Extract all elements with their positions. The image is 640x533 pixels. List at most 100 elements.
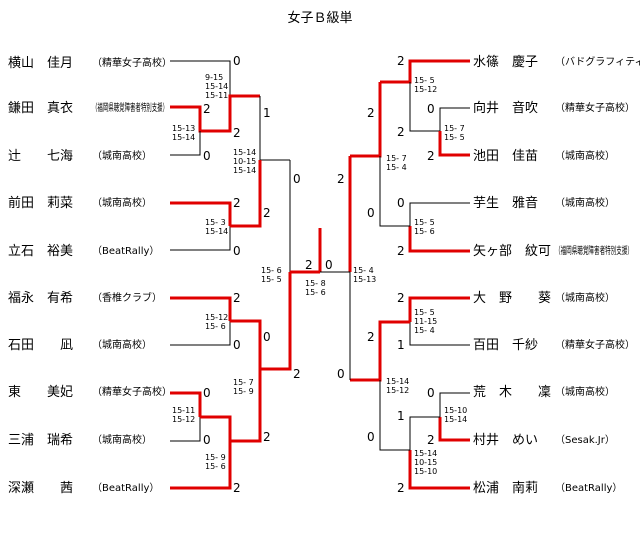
winner-path <box>230 369 262 443</box>
player-team: （BeatRally） <box>92 482 159 494</box>
score: 0 <box>203 433 211 447</box>
player-team: （BeatRally） <box>555 482 622 494</box>
player-name: 大 野 葵 <box>473 291 551 306</box>
bracket-line <box>409 202 470 226</box>
player-name: 横山 佳月 <box>8 56 73 71</box>
score: 2 <box>367 106 375 120</box>
winner-path <box>408 450 470 490</box>
winner-path <box>230 160 262 228</box>
player-name: 鎌田 真衣 <box>8 100 73 116</box>
player-team: （城南高校） <box>92 433 152 446</box>
right-entries: 水篠 慶子 （バドグラフィティ） 向井 音吹 （精華女子高校） 池田 佳苗 （城… <box>473 55 640 496</box>
score: 2 <box>233 291 241 305</box>
player-name: 三浦 瑞希 <box>8 433 73 448</box>
bracket-line <box>170 131 201 156</box>
player-team: （精華女子高校） <box>555 338 635 351</box>
bracket-line <box>379 156 410 227</box>
winner-path <box>438 417 470 442</box>
winner-path <box>170 441 232 490</box>
score: 1 <box>397 409 405 423</box>
player-name: 福永 有希 <box>8 291 73 306</box>
player-name: 立石 裕美 <box>8 244 73 259</box>
score: 2 <box>233 481 241 495</box>
player-name: 向井 音吹 <box>473 100 538 116</box>
score: 2 <box>397 244 405 258</box>
score: 2 <box>397 291 405 305</box>
score: 2 <box>397 481 405 495</box>
player-team: （バドグラフィティ） <box>555 55 640 68</box>
player-name: 荒 木 凜 <box>473 385 551 400</box>
winner-path <box>170 391 202 417</box>
winner-path <box>170 201 232 226</box>
player-name: 水篠 慶子 <box>473 55 538 70</box>
player-name: 石田 凪 <box>8 338 73 353</box>
score: 2 <box>233 126 241 140</box>
score: 2 <box>293 367 301 381</box>
winner-path <box>200 415 232 441</box>
score: 0 <box>203 149 211 163</box>
score: 1 <box>263 106 271 120</box>
bracket-line <box>379 380 410 451</box>
winner-path <box>408 296 470 322</box>
winner-path <box>438 131 470 157</box>
score: 2 <box>397 54 405 68</box>
player-name: 池田 佳苗 <box>473 149 538 164</box>
score: 2 <box>427 149 435 163</box>
score: 0 <box>325 258 333 272</box>
score: 2 <box>233 196 241 210</box>
winner-path <box>350 320 410 382</box>
player-team: （城南高校） <box>92 196 152 209</box>
player-team: （福岡県聴覚障害者特別支援） <box>92 101 168 114</box>
bracket-line <box>170 417 201 442</box>
score: 2 <box>263 430 271 444</box>
score: 2 <box>397 125 405 139</box>
bracket-line <box>409 416 440 450</box>
score: 0 <box>367 430 375 444</box>
bracket-lines <box>170 59 470 490</box>
player-name: 松浦 南莉 <box>473 480 538 496</box>
round-scores: 0 2 2 0 1 2 2 0 0 2 2 0 0 2 0 0 2 2 0 2 … <box>203 54 435 495</box>
player-name: 辻 七海 <box>8 149 73 164</box>
player-name: 村井 めい <box>473 433 538 448</box>
winner-path <box>350 82 382 158</box>
player-team: （城南高校） <box>92 338 152 351</box>
bracket-line <box>170 226 231 251</box>
score: 0 <box>427 102 435 116</box>
player-team: （城南高校） <box>555 196 615 209</box>
bracket-line <box>170 321 231 346</box>
player-team: （Sesak.Jr） <box>555 434 615 446</box>
score: 0 <box>233 54 241 68</box>
score: 0 <box>397 196 405 210</box>
player-team: （香椎クラブ） <box>92 291 162 304</box>
player-team: （城南高校） <box>92 149 152 162</box>
player-team: （精華女子高校） <box>555 101 635 114</box>
score: 0 <box>203 386 211 400</box>
player-team: （福岡県聴覚障害者特別支援） <box>555 244 633 257</box>
player-team: （城南高校） <box>555 291 615 304</box>
winner-path <box>170 94 260 133</box>
score: 2 <box>337 172 345 186</box>
score: 0 <box>293 172 301 186</box>
score: 0 <box>367 206 375 220</box>
player-team: （城南高校） <box>555 149 615 162</box>
score: 1 <box>397 338 405 352</box>
bracket-line <box>439 392 470 417</box>
player-team: （城南高校） <box>555 385 615 398</box>
score: 0 <box>337 367 345 381</box>
score: 0 <box>233 244 241 258</box>
score: 2 <box>203 102 211 116</box>
